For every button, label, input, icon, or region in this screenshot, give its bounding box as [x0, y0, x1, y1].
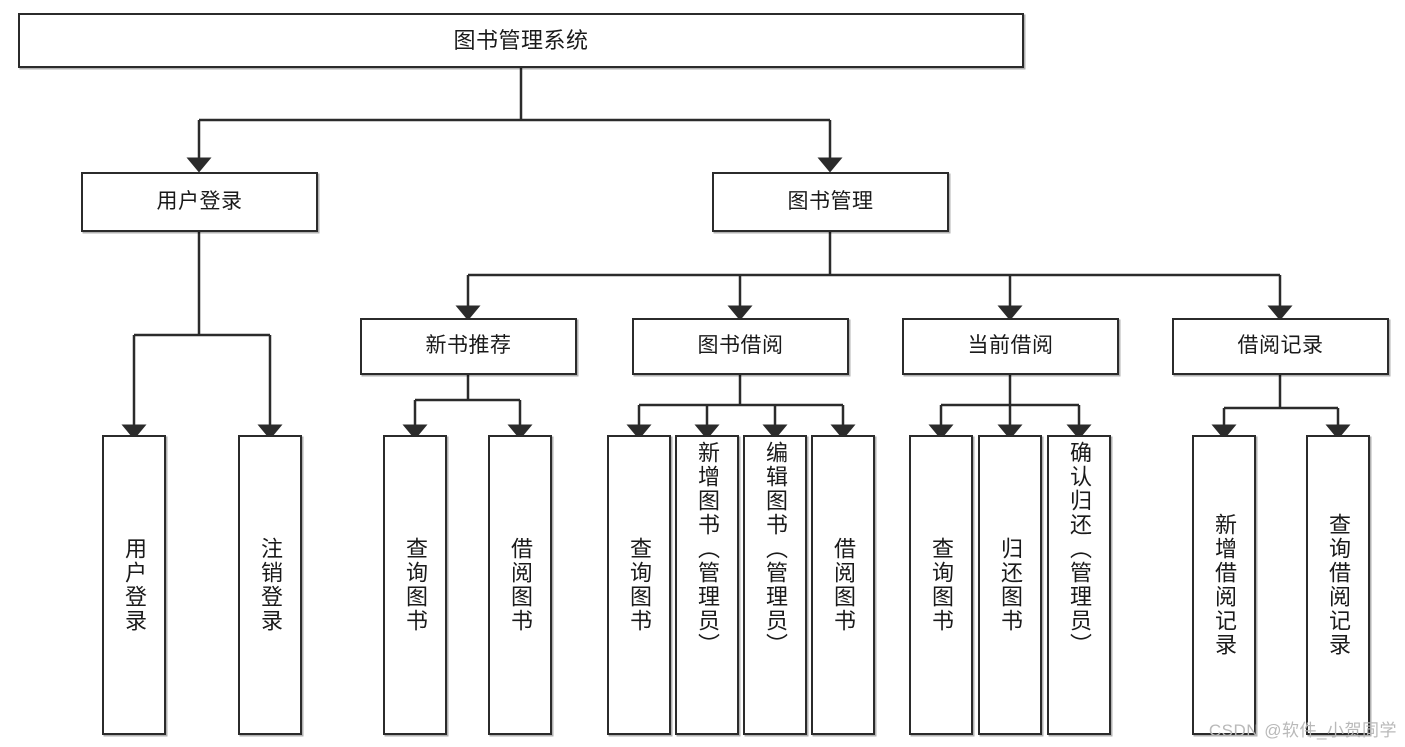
leaf-recommend-borrow-book[interactable]: 借阅图书 [488, 435, 552, 735]
node-label: 借阅记录 [1237, 334, 1324, 358]
node-label: 查询图书 [929, 537, 954, 633]
node-label: 图书管理系统 [453, 27, 589, 53]
leaf-user-login-logout[interactable]: 注销登录 [238, 435, 302, 735]
node-label: 查询图书 [403, 537, 428, 633]
node-label: 查询图书 [627, 537, 652, 633]
node-book-management[interactable]: 图书管理 [712, 172, 949, 232]
leaf-recommend-query-book[interactable]: 查询图书 [383, 435, 447, 735]
leaf-record-query-record[interactable]: 查询借阅记录 [1306, 435, 1370, 735]
leaf-current-query-book[interactable]: 查询图书 [909, 435, 973, 735]
leaf-borrow-add-book-admin[interactable]: 新增图书（管理员） [675, 435, 739, 735]
node-label: 查询借阅记录 [1326, 513, 1351, 657]
node-label: 图书管理 [787, 189, 874, 213]
node-label: 借阅图书 [831, 537, 856, 633]
node-label: 编辑图书（管理员） [763, 441, 788, 657]
leaf-borrow-borrow-book[interactable]: 借阅图书 [811, 435, 875, 735]
leaf-current-return-book[interactable]: 归还图书 [978, 435, 1042, 735]
leaf-record-add-record[interactable]: 新增借阅记录 [1192, 435, 1256, 735]
leaf-user-login-login[interactable]: 用户登录 [102, 435, 166, 735]
node-current-borrow[interactable]: 当前借阅 [902, 318, 1119, 375]
leaf-borrow-edit-book-admin[interactable]: 编辑图书（管理员） [743, 435, 807, 735]
node-root-book-management-system[interactable]: 图书管理系统 [18, 13, 1024, 68]
node-label: 新书推荐 [425, 334, 512, 358]
leaf-current-confirm-return-admin[interactable]: 确认归还（管理员） [1047, 435, 1111, 735]
node-label: 图书借阅 [697, 334, 784, 358]
leaf-borrow-query-book[interactable]: 查询图书 [607, 435, 671, 735]
node-label: 注销登录 [258, 537, 283, 633]
node-user-login[interactable]: 用户登录 [81, 172, 318, 232]
node-label: 当前借阅 [967, 334, 1054, 358]
csdn-watermark: CSDN @软件_小贺同学 [1208, 721, 1397, 740]
node-label: 新增借阅记录 [1212, 513, 1237, 657]
node-label: 用户登录 [122, 537, 147, 633]
node-book-borrow[interactable]: 图书借阅 [632, 318, 849, 375]
node-label: 新增图书（管理员） [695, 441, 720, 657]
node-label: 确认归还（管理员） [1067, 441, 1092, 657]
node-label: 归还图书 [998, 537, 1023, 633]
node-label: 借阅图书 [508, 537, 533, 633]
node-label: 用户登录 [156, 189, 243, 213]
node-new-book-recommend[interactable]: 新书推荐 [360, 318, 577, 375]
node-borrow-record[interactable]: 借阅记录 [1172, 318, 1389, 375]
